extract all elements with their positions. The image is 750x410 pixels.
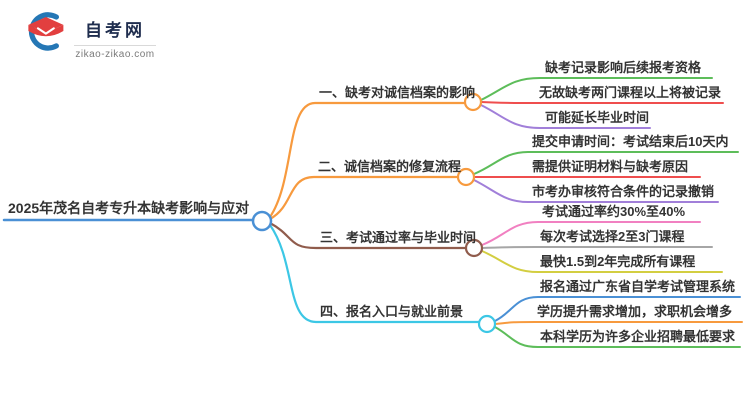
- connector-leaf-4-2: [494, 321, 743, 325]
- connector-leaf-3-2: [481, 246, 713, 249]
- connector-leaf-4-1: [494, 296, 741, 322]
- branch-3-node-circle: [464, 238, 484, 258]
- connector-leaf-1-3: [480, 104, 651, 129]
- graduation-cap-icon: [28, 12, 64, 51]
- connector-leaf-2-1: [473, 151, 739, 175]
- leaf-3-2-label: 每次考试选择2至3门课程: [540, 229, 685, 244]
- branch-2-node-circle: [456, 167, 476, 187]
- branch-4-label: 四、报名入口与就业前景: [320, 304, 464, 319]
- root-node-circle: [251, 210, 273, 232]
- root-topic-label: 2025年茂名自考专升本缺考影响与应对: [8, 200, 250, 216]
- connector-leaf-4-3: [494, 326, 741, 348]
- connector-branch-4: [268, 223, 481, 324]
- leaf-1-3-label: 可能延长毕业时间: [545, 110, 650, 125]
- leaf-3-3-label: 最快1.5到2年完成所有课程: [540, 254, 696, 269]
- logo-title: 自考网: [85, 21, 145, 40]
- branch-4-node-circle: [477, 314, 497, 334]
- connector-leaf-1-1: [480, 77, 713, 101]
- logo-domain: zikao-zikao.com: [75, 49, 155, 60]
- connector-branch-1: [268, 101, 467, 219]
- connector-branch-3: [268, 221, 468, 250]
- leaf-4-3-label: 本科学历为许多企业招聘最低要求: [540, 329, 736, 344]
- leaf-2-3-label: 市考办审核符合条件的记录撤销: [532, 184, 715, 199]
- connector-leaf-3-1: [481, 221, 701, 246]
- leaf-1-1-label: 缺考记录影响后续报考资格: [545, 60, 702, 75]
- branch-1-label: 一、缺考对诚信档案的影响: [319, 85, 476, 100]
- site-logo[interactable]: 自考网 zikao-zikao.com: [24, 10, 156, 60]
- leaf-2-1-label: 提交申请时间：考试结束后10天内: [532, 134, 729, 149]
- logo-divider: [74, 45, 156, 46]
- branch-3-label: 三、考试通过率与毕业时间: [320, 230, 477, 245]
- connector-leaf-1-2: [480, 101, 724, 104]
- connector-leaf-3-3: [481, 250, 723, 273]
- connector-leaf-2-3: [473, 179, 719, 203]
- leaf-3-1-label: 考试通过率约30%至40%: [542, 204, 686, 219]
- leaf-1-2-label: 无故缺考两门课程以上将被记录: [539, 85, 722, 100]
- branch-1-node-circle: [463, 92, 483, 112]
- leaf-4-2-label: 学历提升需求增加，求职机会增多: [537, 304, 733, 319]
- branch-2-label: 二、诚信档案的修复流程: [318, 159, 462, 174]
- connector-branch-2: [268, 175, 460, 221]
- leaf-2-2-label: 需提供证明材料与缺考原因: [532, 159, 689, 174]
- leaf-4-1-label: 报名通过广东省自学考试管理系统: [540, 279, 736, 294]
